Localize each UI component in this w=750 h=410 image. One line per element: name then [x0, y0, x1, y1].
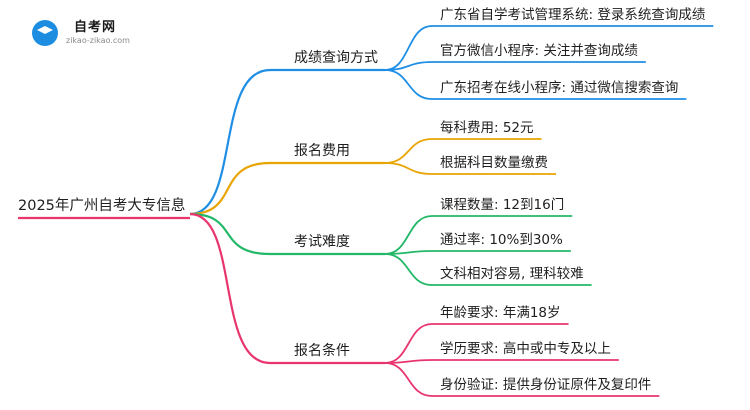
- leaf-label-difficulty-0: 课程数量: 12到16门: [440, 197, 564, 213]
- leaf-label-conditions-0: 年龄要求: 年满18岁: [440, 305, 561, 321]
- logo-url: zikao-zikao.com: [66, 36, 130, 45]
- leaf-label-fee-0: 每科费用: 52元: [440, 120, 534, 136]
- branch-label-query: 成绩查询方式: [294, 50, 378, 66]
- branch-connector-fee: [189, 161, 271, 216]
- leaf-connector-query-0: [384, 25, 433, 71]
- leaf-connector-conditions-0: [384, 323, 433, 364]
- leaf-connector-fee-0: [384, 138, 433, 164]
- leaf-label-query-0: 广东省自学考试管理系统: 登录系统查询成绩: [440, 7, 706, 23]
- branch-connector-difficulty: [189, 212, 271, 256]
- branch-label-fee: 报名费用: [294, 143, 350, 159]
- root-topic: 2025年广州自考大专信息: [18, 197, 185, 214]
- logo-name: 自考网: [74, 20, 117, 35]
- branch-connector-conditions: [189, 212, 271, 365]
- leaf-connector-query-1: [384, 61, 433, 71]
- leaf-label-fee-1: 根据科目数量缴费: [440, 155, 548, 171]
- logo-cap-shape: [37, 26, 53, 34]
- branch-label-difficulty: 考试难度: [294, 234, 350, 250]
- leaf-label-conditions-1: 学历要求: 高中或中专及以上: [440, 340, 611, 357]
- leaf-connector-fee-1: [384, 162, 433, 175]
- leaf-connector-conditions-2: [384, 362, 433, 397]
- leaf-label-difficulty-1: 通过率: 10%到30%: [440, 231, 563, 248]
- leaf-connector-difficulty-0: [384, 215, 433, 255]
- leaf-label-query-2: 广东招考在线小程序: 通过微信搜索查询: [440, 80, 678, 96]
- leaf-connector-difficulty-2: [384, 253, 433, 286]
- leaf-label-difficulty-2: 文科相对容易, 理科较难: [440, 265, 584, 282]
- branch-label-conditions: 报名条件: [294, 342, 350, 359]
- leaf-label-query-1: 官方微信小程序: 关注并查询成绩: [440, 43, 638, 59]
- leaf-label-conditions-2: 身份验证: 提供身份证原件及复印件: [440, 376, 651, 393]
- branch-connector-query: [189, 68, 271, 216]
- leaf-connector-query-2: [384, 69, 433, 100]
- site-logo[interactable]: 自考网 zikao-zikao.com: [32, 6, 152, 46]
